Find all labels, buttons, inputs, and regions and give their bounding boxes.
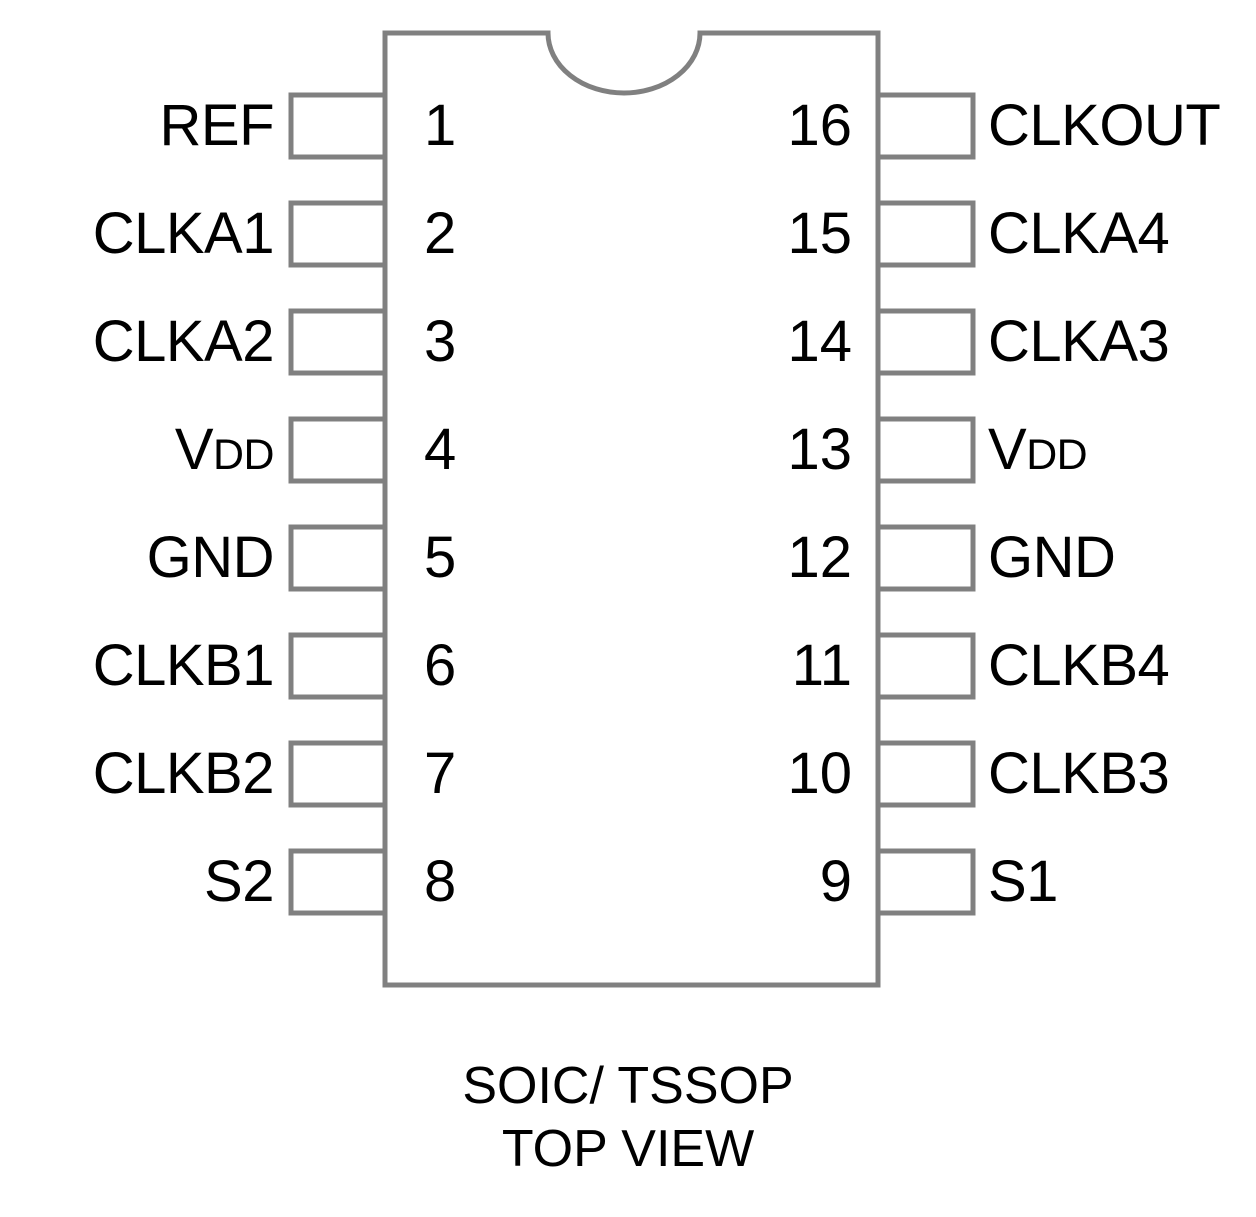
pin-lead-7 xyxy=(288,740,388,808)
pin-lead-4 xyxy=(288,416,388,484)
pin-number-16: 16 xyxy=(787,93,852,158)
pin-label-7: CLKB2 xyxy=(92,741,275,806)
pin-lead-11 xyxy=(875,632,976,700)
pin-label-13: VDD xyxy=(988,417,1088,482)
pin-label-8: S2 xyxy=(204,849,274,914)
pin-number-13: 13 xyxy=(787,417,852,482)
pin-lead-13 xyxy=(875,416,976,484)
pin-lead-5 xyxy=(288,524,388,592)
pin-number-4: 4 xyxy=(424,417,457,482)
pin-label-16: CLKOUT xyxy=(988,93,1221,158)
pin-number-9: 9 xyxy=(819,849,852,914)
pin-number-2: 2 xyxy=(424,201,457,266)
pin-lead-14 xyxy=(875,308,976,376)
pin-lead-8 xyxy=(288,848,388,916)
right-pin-rects xyxy=(875,92,976,916)
pin-number-7: 7 xyxy=(424,741,457,806)
pin-number-3: 3 xyxy=(424,309,457,374)
pin-lead-12 xyxy=(875,524,976,592)
pin-lead-3 xyxy=(288,308,388,376)
pin-number-10: 10 xyxy=(787,741,852,806)
pin-number-14: 14 xyxy=(787,309,852,374)
caption-view: TOP VIEW xyxy=(501,1120,755,1179)
pin-label-1: REF xyxy=(159,93,275,158)
left-pin-rects xyxy=(288,92,388,916)
caption-package: SOIC/ TSSOP xyxy=(462,1057,794,1115)
pin-label-10: CLKB3 xyxy=(988,741,1170,806)
pin-lead-16 xyxy=(875,92,976,160)
pin-label-12: GND xyxy=(988,525,1116,590)
package-body-outline xyxy=(382,30,881,988)
pin-label-11: CLKB4 xyxy=(988,633,1170,698)
pin-label-6: CLKB1 xyxy=(92,633,275,698)
pin-lead-10 xyxy=(875,740,976,808)
pin-label-4: VDD xyxy=(174,417,275,482)
pin-label-15: CLKA4 xyxy=(988,201,1170,266)
diagram-caption: SOIC/ TSSOP TOP VIEW xyxy=(0,1055,1256,1182)
pin-number-8: 8 xyxy=(424,849,457,914)
pin-number-15: 15 xyxy=(787,201,852,266)
pin-lead-2 xyxy=(288,200,388,268)
pin-label-3: CLKA2 xyxy=(92,309,275,374)
pin-lead-15 xyxy=(875,200,976,268)
pin-lead-6 xyxy=(288,632,388,700)
pin-number-6: 6 xyxy=(424,633,457,698)
pin-number-1: 1 xyxy=(424,93,457,158)
pin-number-12: 12 xyxy=(787,525,852,590)
pin-lead-1 xyxy=(288,92,388,160)
pin-number-11: 11 xyxy=(791,633,852,698)
pin-label-2: CLKA1 xyxy=(92,201,275,266)
pin-lead-9 xyxy=(875,848,976,916)
pin-label-14: CLKA3 xyxy=(988,309,1170,374)
pin-label-5: GND xyxy=(146,525,275,590)
pin-number-5: 5 xyxy=(424,525,457,590)
pin-label-9: S1 xyxy=(988,849,1058,914)
